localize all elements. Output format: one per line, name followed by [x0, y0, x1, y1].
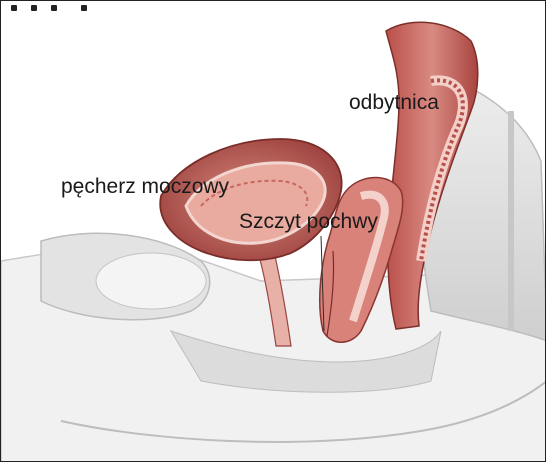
label-vaginal-vault: Szczyt pochwy	[239, 211, 378, 232]
label-bladder: pęcherz moczowy	[61, 176, 229, 197]
label-rectum: odbytnica	[349, 92, 439, 113]
pubic-symphysis	[96, 253, 206, 309]
